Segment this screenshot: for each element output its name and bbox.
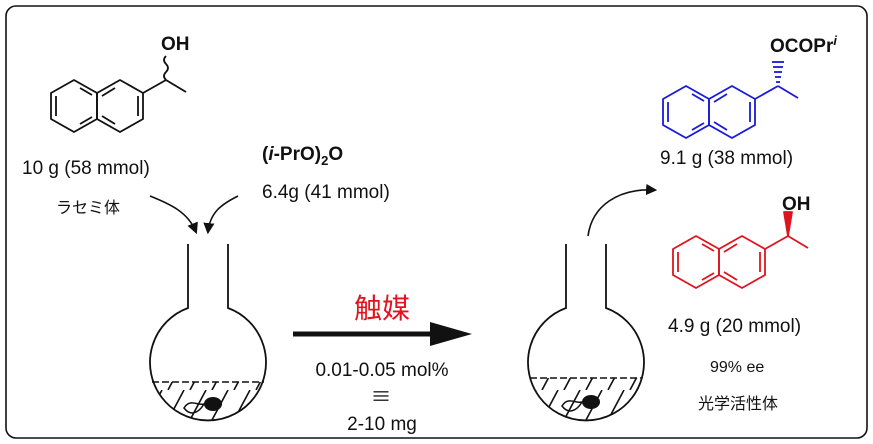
equivalence-symbol: ||| xyxy=(373,390,390,402)
reagent-amount: 6.4g (41 mmol) xyxy=(262,182,390,203)
alcohol-structure xyxy=(672,211,809,289)
reactant-descriptor: ラセミ体 xyxy=(56,199,120,217)
catalyst-loading: 0.01-0.05 mol% xyxy=(315,360,448,381)
alcohol-descriptor: 光学活性体 xyxy=(698,395,778,413)
reactant-addition-arrow xyxy=(149,195,198,235)
frame-border xyxy=(5,5,868,439)
stir-bar-1 xyxy=(183,397,222,414)
product-release-arrow xyxy=(587,183,658,237)
reaction-arrow xyxy=(293,322,472,346)
flask-1 xyxy=(149,244,267,422)
reactant-amount: 10 g (58 mmol) xyxy=(22,158,150,179)
reactant-structure xyxy=(50,55,187,133)
ester-amount: 9.1 g (38 mmol) xyxy=(660,148,793,169)
reactant-oh-label: OH xyxy=(161,34,190,55)
alcohol-amount: 4.9 g (20 mmol) xyxy=(668,316,801,337)
alcohol-ee: 99% ee xyxy=(710,359,764,376)
alcohol-oh-label: OH xyxy=(782,194,811,215)
ester-group-label: OCOPri xyxy=(770,33,837,57)
reagent-name: (i-PrO)2O xyxy=(262,144,343,168)
ester-structure xyxy=(662,61,799,139)
catalyst-mass: 2-10 mg xyxy=(347,414,417,435)
flask-2 xyxy=(527,244,645,422)
catalyst-label: 触媒 xyxy=(354,293,410,324)
reagent-addition-arrow xyxy=(203,195,239,235)
stir-bar-2 xyxy=(561,395,600,412)
